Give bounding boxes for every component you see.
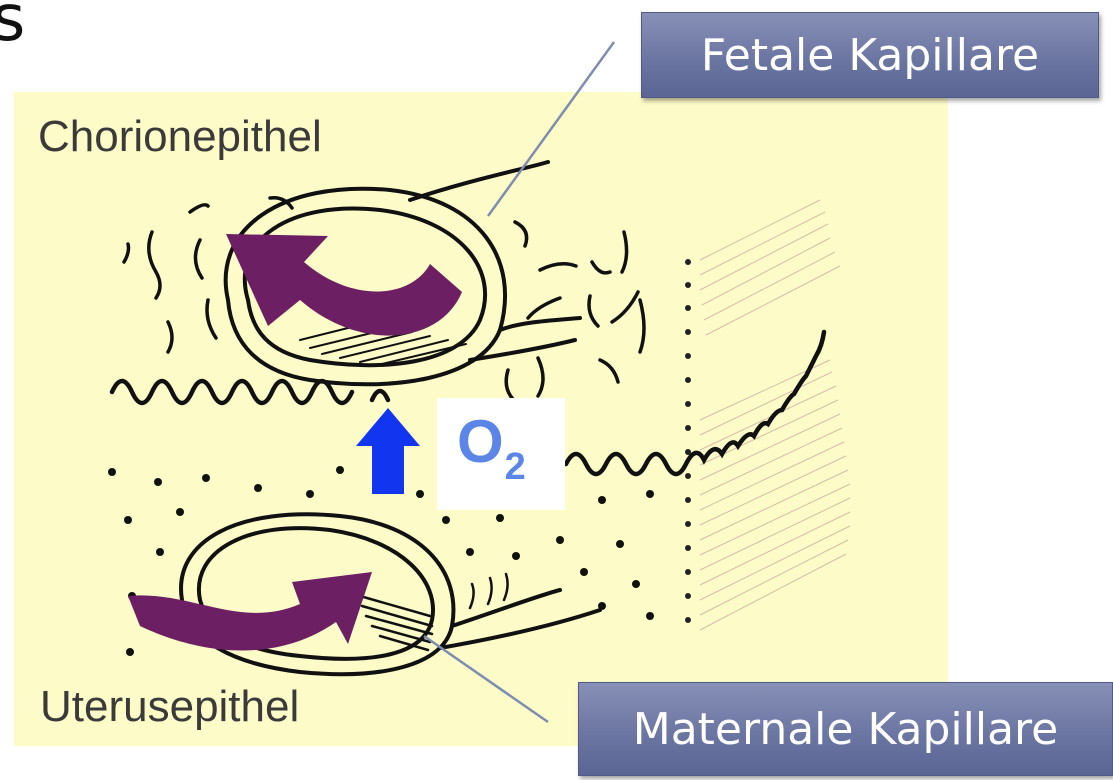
uterus-label: Uterusepithel <box>40 682 299 732</box>
oxygen-symbol: O <box>457 412 504 472</box>
oxygen-label: O 2 <box>437 398 565 510</box>
maternal-capillary-label: Maternale Kapillare <box>578 682 1113 776</box>
chorion-label: Chorionepithel <box>38 112 322 162</box>
oxygen-subscript: 2 <box>505 448 526 486</box>
cropped-heading-letter: s <box>0 0 25 56</box>
fetal-capillary-label: Fetale Kapillare <box>641 12 1099 98</box>
